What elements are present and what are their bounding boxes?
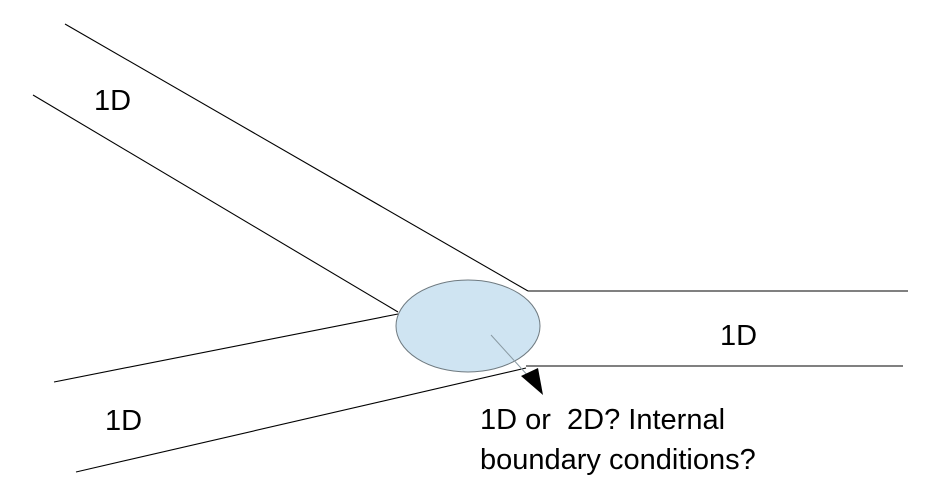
junction-node	[395, 279, 541, 373]
lower-left-branch-label: 1D	[105, 405, 142, 437]
lower-left-channel-lower-edge	[75, 367, 527, 473]
upper-left-channel-inner-edge	[32, 94, 399, 313]
annotation-line-2: boundary conditions?	[480, 444, 756, 476]
upper-left-branch-label: 1D	[94, 85, 131, 117]
upper-left-channel-outer-edge	[64, 23, 529, 292]
right-branch-label: 1D	[720, 320, 757, 352]
annotation-line-1: 1D or 2D? Internal	[480, 404, 725, 436]
lower-left-channel-upper-edge	[53, 313, 399, 383]
annotation-pointer-line	[490, 334, 531, 379]
annotation-arrow-head	[521, 368, 543, 395]
